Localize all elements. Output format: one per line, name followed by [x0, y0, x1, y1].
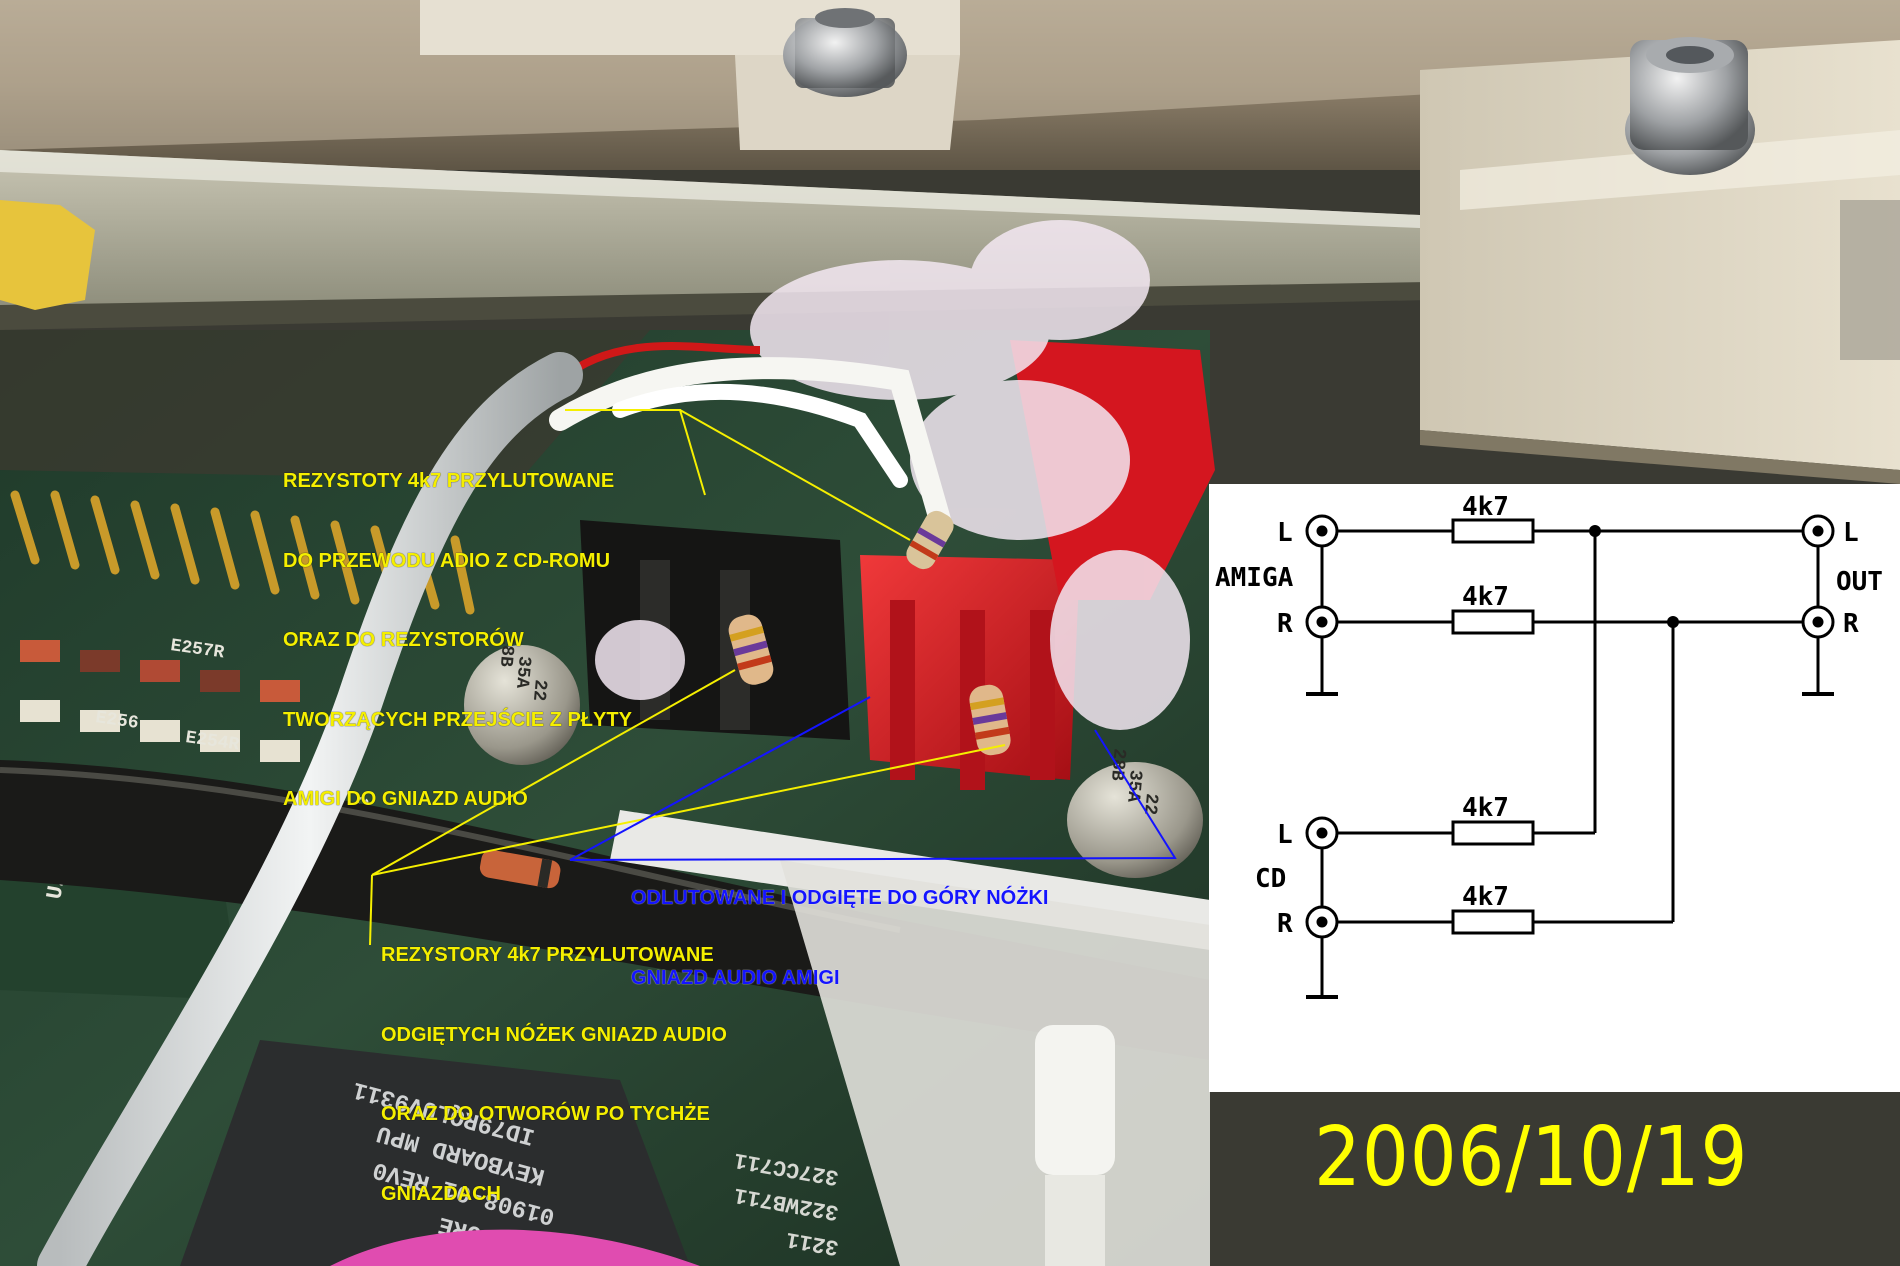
note-line: DO PRZEWODU ADIO Z CD-ROMU: [283, 549, 611, 572]
svg-text:22: 22: [528, 679, 550, 702]
svg-text:35A: 35A: [511, 655, 534, 689]
note-line: REZYSTORY 4k7 PRZYLUTOWANE: [381, 944, 714, 966]
note-line: TWORZĄCYCH PRZEJŚCIE Z PŁYTY: [283, 708, 632, 731]
resistor-symbol: [1451, 820, 1535, 846]
junction-dot: [1589, 525, 1601, 537]
note-line: GNIAZD AUDIO AMIGI: [631, 966, 840, 989]
diode: [479, 849, 561, 889]
note-line: AMIGI DO GNIAZD AUDIO: [283, 788, 528, 810]
label-cd-r: R: [1277, 909, 1293, 939]
yellow-component: [0, 200, 95, 310]
note-line: ODLUTOWANE I ODGIĘTE DO GÓRY NÓŻKI: [631, 887, 1049, 909]
keyboard-mpu-chip: ID79RQLUV9311 KEYBOARD MPU 01908-01 REV0…: [180, 1040, 690, 1266]
label-r4: 4k7: [1462, 882, 1509, 912]
schematic-inset: L R AMIGA L R OUT L R CD 4k7 4k7 4k7 4k7: [1209, 484, 1900, 1092]
label-amiga-r: R: [1277, 609, 1293, 639]
note-line: ORAZ DO REZYSTORÓW: [283, 629, 524, 651]
header-pins: [10, 490, 475, 615]
cd-audio-wire-cores: [549, 357, 951, 531]
label-cd: CD: [1255, 864, 1286, 894]
resistor-3: [906, 510, 954, 570]
blue-pointer-lines: [569, 696, 1177, 861]
pink-cable: [330, 1229, 700, 1266]
nylon-standoff: [1035, 1025, 1115, 1266]
svg-text:28B: 28B: [495, 634, 518, 668]
note-resistors-cd-wire: REZYSTOTY 4k7 PRZYLUTOWANE DO PRZEWODU A…: [283, 415, 632, 866]
note-resistors-legs: REZYSTORY 4k7 PRZYLUTOWANE ODGIĘTYCH NÓŻ…: [381, 889, 727, 1260]
note-desoldered-legs: ODLUTOWANE I ODGIĘTE DO GÓRY NÓŻKI GNIAZ…: [631, 832, 1048, 1044]
resistor-2: [969, 684, 1011, 756]
label-r2: 4k7: [1462, 582, 1509, 612]
label-cd-l: L: [1277, 820, 1293, 850]
red-wire: [557, 342, 761, 384]
audio-mix-schematic: L R AMIGA L R OUT L R CD 4k7 4k7 4k7 4k7: [1215, 492, 1883, 999]
label-amiga-l: L: [1277, 518, 1293, 548]
nut-right: [1625, 37, 1755, 175]
label-r1: 4k7: [1462, 492, 1509, 522]
date-stamp: 2006/10/19: [1314, 1110, 1749, 1205]
resistor-1: [728, 614, 774, 685]
label-out-l: L: [1843, 518, 1859, 548]
cd-audio-cable: [37, 352, 583, 1266]
note-line: ORAZ DO OTWORÓW PO TYCHŻE: [381, 1103, 710, 1125]
note-line: GNIAZDACH: [381, 1182, 501, 1205]
label-out-r: R: [1843, 609, 1859, 639]
resistor-symbol: [1451, 609, 1535, 635]
junction-dot: [1667, 616, 1679, 628]
resistor-symbol: [1451, 518, 1535, 544]
smd-components: [20, 640, 300, 762]
note-line: ODGIĘTYCH NÓŻEK GNIAZD AUDIO: [381, 1023, 727, 1046]
note-line: REZYSTOTY 4k7 PRZYLUTOWANE: [283, 470, 615, 492]
svg-text:35A: 35A: [1122, 769, 1145, 803]
nut-left: [783, 8, 907, 97]
label-r3: 4k7: [1462, 793, 1509, 823]
label-out: OUT: [1836, 567, 1883, 597]
label-amiga: AMIGA: [1215, 563, 1294, 593]
yellow-pointer-lines: [369, 409, 1006, 946]
capacitor-left: 22 35A 28B: [464, 634, 580, 765]
resistor-symbol: [1451, 909, 1535, 935]
hot-glue: [595, 220, 1190, 730]
